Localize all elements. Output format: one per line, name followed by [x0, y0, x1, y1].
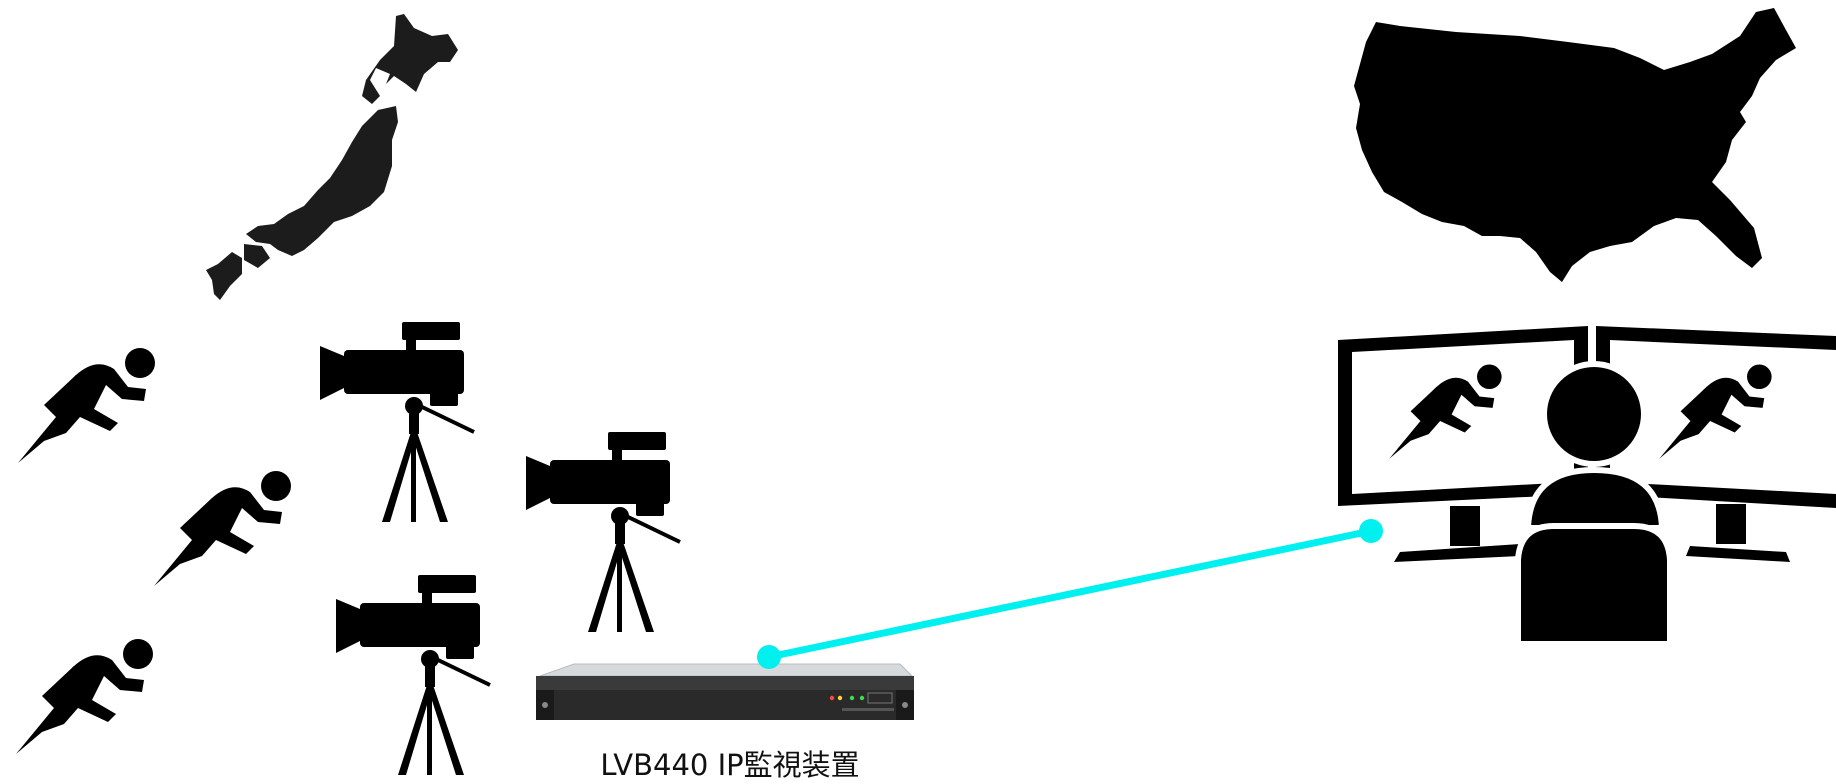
runner-icon: [154, 471, 291, 586]
video-camera-on-tripod-icon: [524, 430, 682, 634]
operator-with-dual-monitors-icon: [1338, 326, 1836, 647]
runner-icon: [18, 348, 155, 463]
japan-map-icon: [206, 14, 458, 300]
usa-map-icon: [1354, 8, 1796, 282]
video-camera-on-tripod-icon: [318, 320, 476, 524]
network-link: [757, 519, 1383, 669]
link-endpoint-operator: [1359, 519, 1383, 543]
runner-icon: [16, 639, 153, 754]
rack-server-device: [536, 663, 914, 720]
device-label: LVB440 IP監視装置: [600, 748, 860, 782]
video-camera-on-tripod-icon: [334, 573, 492, 777]
link-endpoint-device: [757, 645, 781, 669]
